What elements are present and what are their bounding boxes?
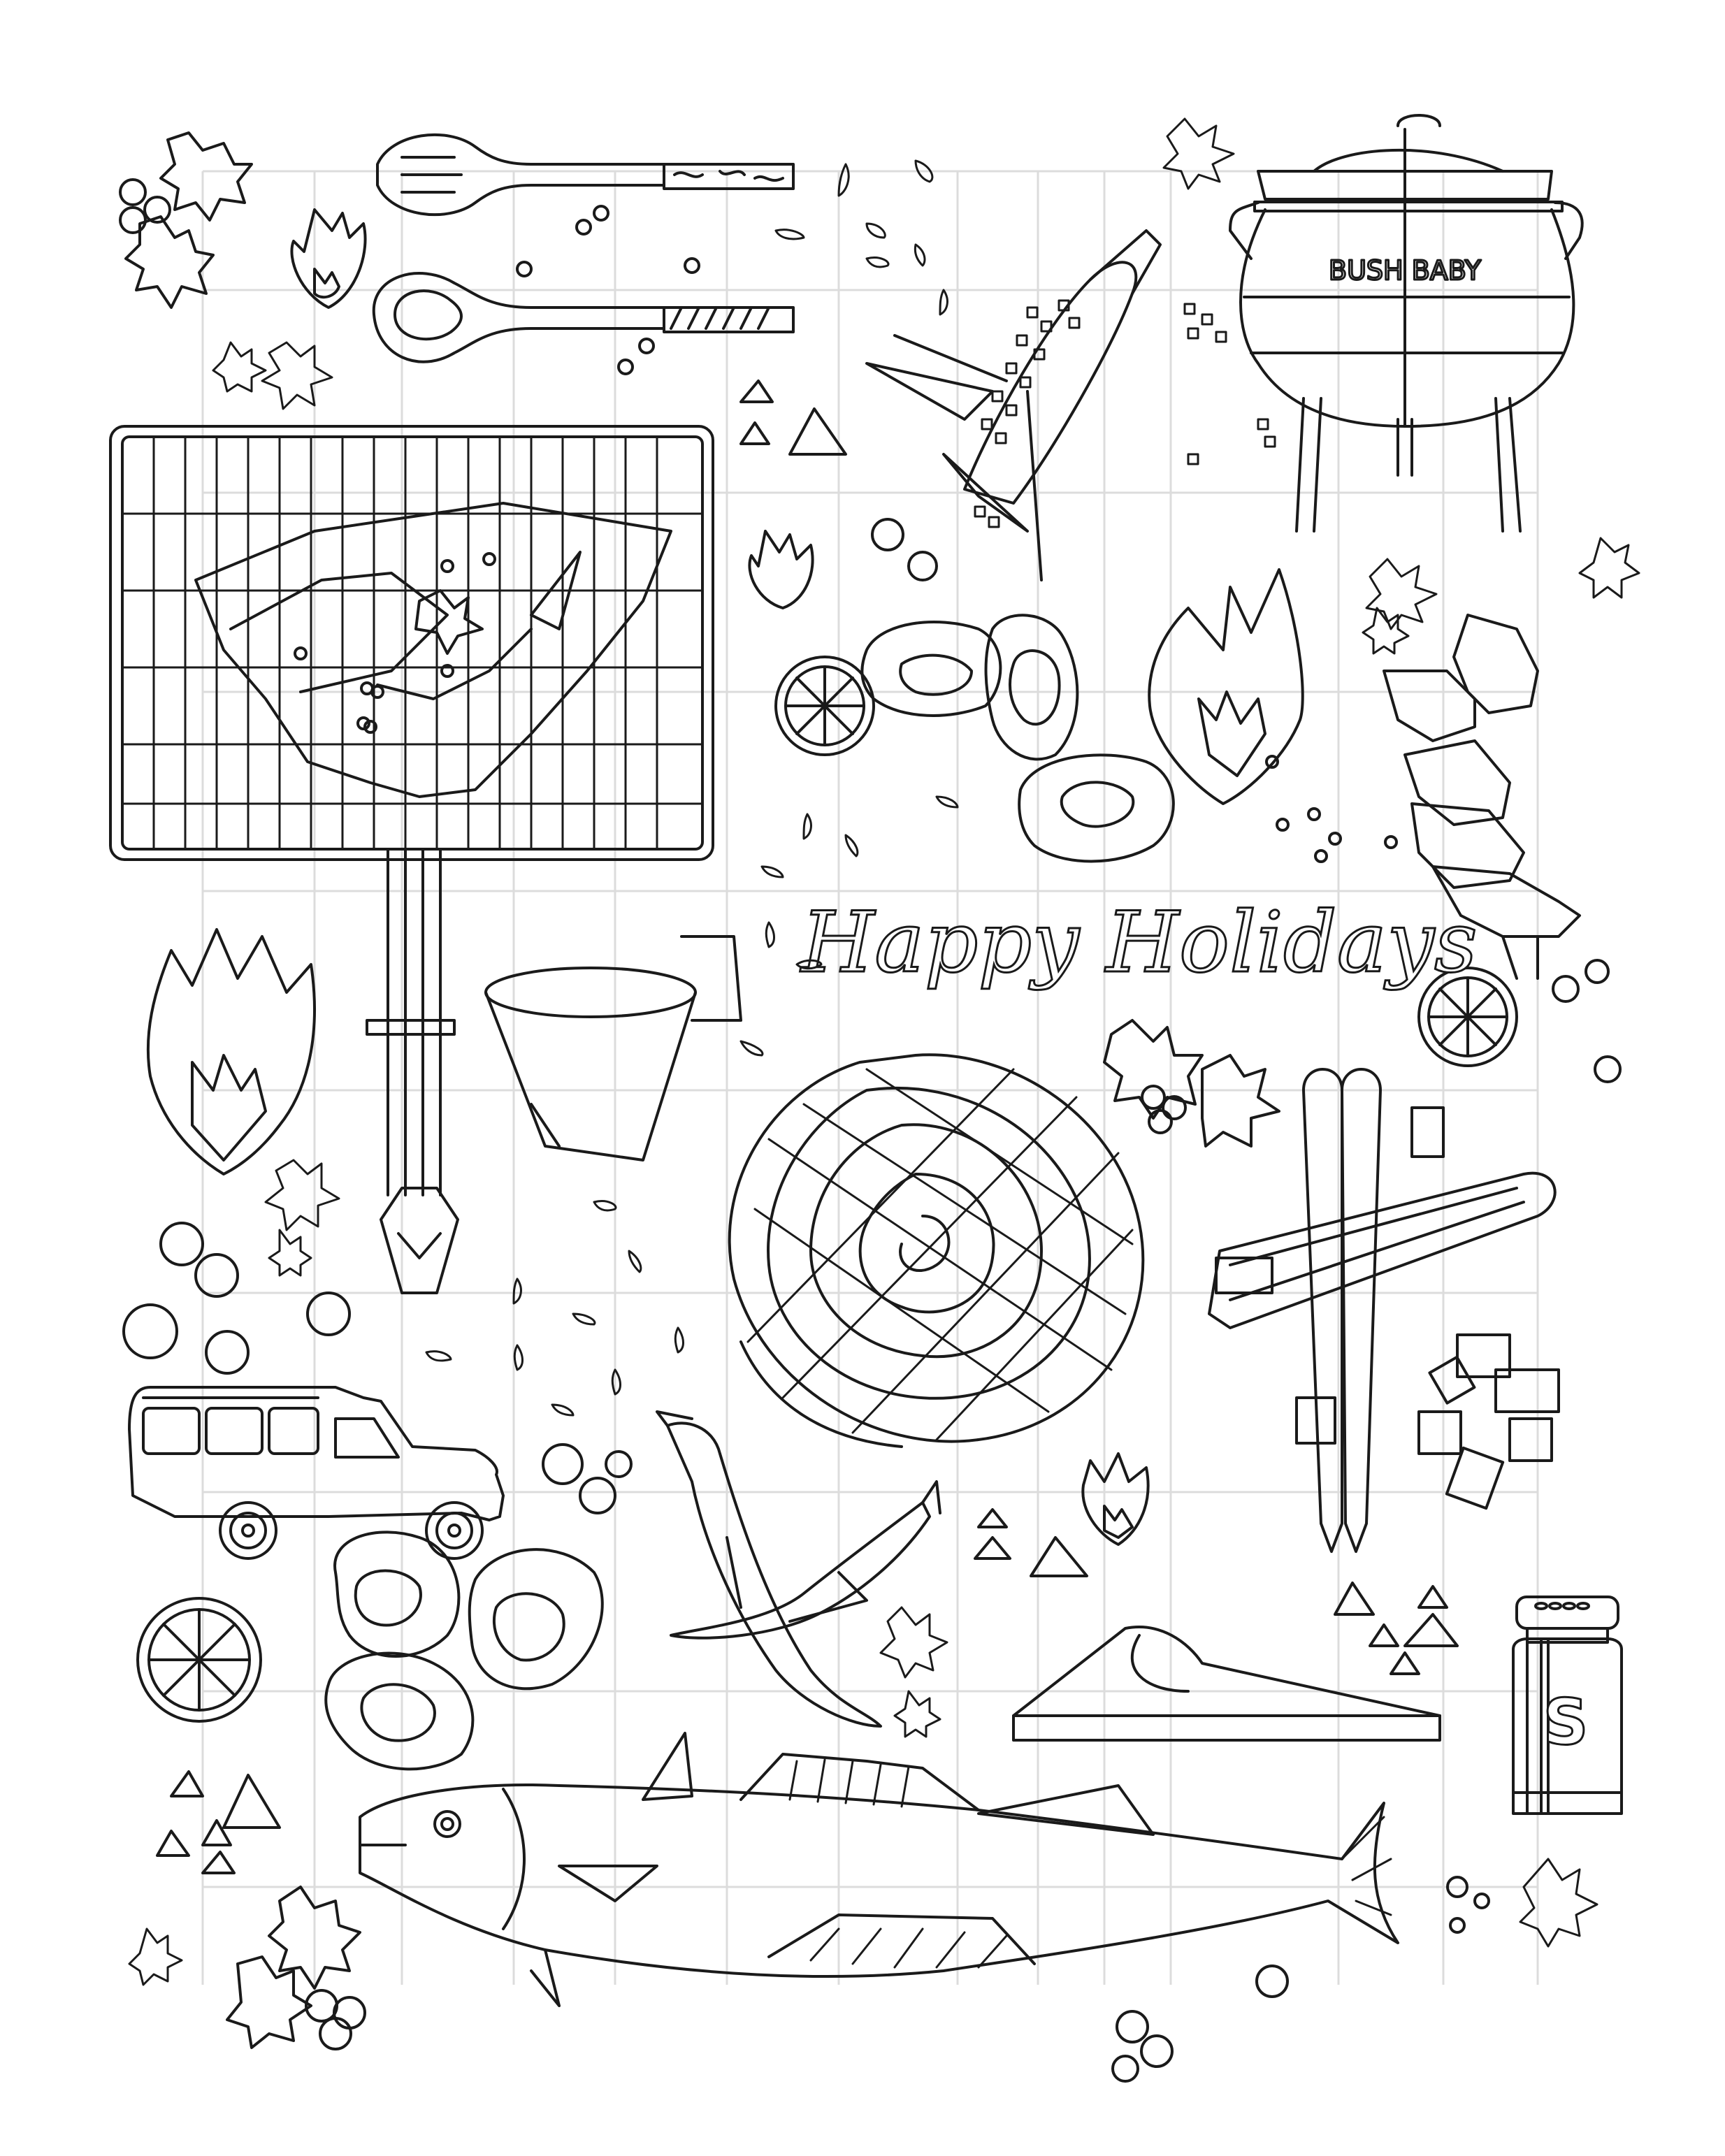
peas-icon: [122, 205, 1622, 2083]
holly-sprig-icon: [226, 1886, 366, 2050]
enamel-mug-icon: [484, 935, 742, 1162]
leaves-icon: [425, 159, 959, 1417]
salad-fork-icon: [376, 133, 795, 217]
lemon-slice-icon: [1417, 967, 1518, 1067]
pot-brand-label: BUSH BABY: [1329, 255, 1482, 286]
lemon-slice-icon: [136, 1597, 262, 1723]
salt-piles-icon: [156, 379, 1459, 1874]
steak-icon: [194, 502, 672, 798]
fish-icon: [359, 1732, 1399, 2007]
flame-icon: [146, 928, 316, 1175]
boerewors-coil-icon: [728, 1053, 1145, 1448]
flame-icon: [1081, 1452, 1150, 1546]
marshmallows-icon: [1215, 1106, 1560, 1510]
corn-kernels-icon: [974, 303, 1276, 528]
holly-sprig-icon: [119, 131, 253, 309]
cheese-wedge-icon: [1012, 1626, 1441, 1742]
prawns-icon: [1383, 614, 1581, 980]
salad-spoon-icon: [372, 272, 795, 363]
background-grid: [201, 170, 1539, 1985]
salt-label: S: [1543, 1686, 1589, 1759]
lemon-slice-icon: [774, 656, 875, 756]
corn-cob-icon: [865, 229, 1162, 581]
flame-icon: [748, 530, 814, 609]
flame-icon: [290, 208, 367, 309]
flame-icon: [1148, 568, 1304, 805]
chili-peppers-icon: [656, 1410, 941, 1728]
safari-vehicle-icon: [128, 1386, 505, 1560]
greeting-text: Happy Holidays: [800, 895, 1477, 992]
oysters-icon: [860, 614, 1175, 863]
salt-shaker-icon: S: [1512, 1596, 1623, 1815]
maple-leaves-icon: [128, 117, 1640, 1986]
oysters-icon: [324, 1531, 604, 1771]
potjie-pot-icon: BUSH BABY: [1229, 114, 1584, 533]
holly-sprig-icon: [1103, 1019, 1280, 1148]
grill-grid-icon: [109, 425, 714, 1294]
tongs-icon: [1208, 1068, 1557, 1553]
